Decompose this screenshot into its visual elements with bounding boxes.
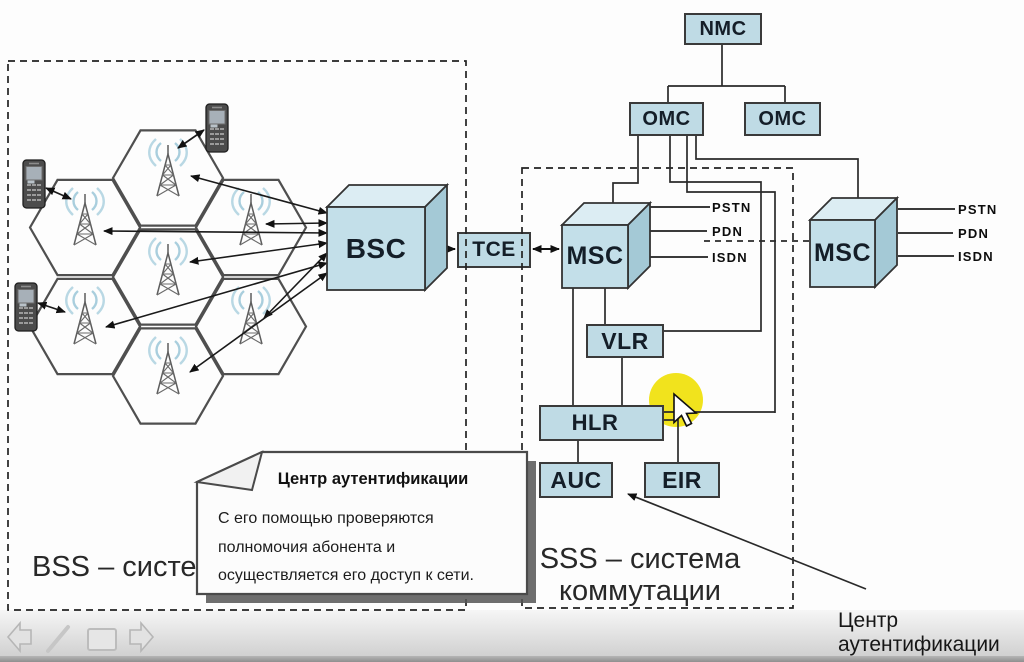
next-slide-icon[interactable] [129, 620, 155, 654]
mobile-phone-icon [205, 103, 229, 153]
pen-tool-icon[interactable] [46, 625, 70, 653]
msc-left-cube [559, 200, 653, 291]
vlr-box [586, 324, 664, 358]
nmc-box [684, 13, 762, 45]
pstn-label-left: PSTN [712, 199, 752, 215]
bsc-label: BSC [345, 232, 407, 264]
bss-region-label: BSS – систем [32, 550, 217, 583]
msc-right-cube [807, 195, 900, 290]
cursor-arrow-icon [673, 392, 699, 428]
mobile-phone-icon [14, 282, 38, 332]
note-body-line: полномочия абонента и [218, 538, 396, 556]
note-title: Центр аутентификации [277, 470, 469, 488]
tce-box [457, 232, 531, 268]
auc-label: AUC [550, 466, 602, 493]
callout-pointer-line [627, 493, 867, 590]
hlr-label: HLR [571, 410, 619, 435]
mobile-phone-icon [22, 159, 46, 209]
player-toolbar [6, 620, 155, 654]
pstn-label-right: PSTN [958, 201, 998, 217]
antenna-icon [148, 335, 188, 396]
note-body-line: С его помощью проверяются [218, 510, 434, 527]
antenna-icon [231, 285, 271, 346]
radio-links [37, 129, 205, 314]
antenna-icon [148, 137, 188, 198]
antenna-icon [148, 236, 188, 297]
sss-region-label-line2: коммутации [559, 574, 721, 607]
eir-box [644, 462, 720, 498]
pdn-label-left: PDN [712, 223, 744, 239]
omc-left-label: OMC [642, 107, 691, 130]
omc-right-label: OMC [758, 107, 807, 130]
flat-boxes [539, 13, 821, 498]
mouse-cursor [673, 392, 699, 428]
vlr-label: VLR [601, 327, 649, 354]
eir-label: EIR [662, 466, 702, 493]
antenna-icon [65, 285, 105, 346]
bss-region-border [7, 60, 467, 611]
previous-slide-icon[interactable] [6, 620, 32, 654]
hlr-box [539, 405, 664, 441]
pdn-label-right: PDN [958, 225, 990, 241]
msc-left-label: MSC [566, 242, 624, 270]
isdn-label-right: ISDN [958, 248, 994, 264]
callout-line1: Центр [838, 609, 899, 632]
auc-box [539, 462, 613, 498]
nmc-label: NMC [699, 17, 747, 40]
player-bottom-strip [0, 610, 1024, 658]
shapes-tool-icon[interactable] [87, 628, 117, 651]
isdn-label-left: ISDN [712, 249, 748, 265]
bsc-cube [324, 182, 450, 293]
nmc-omc-links [612, 44, 859, 413]
callout-line2: аутентификации [838, 633, 1000, 656]
omc-left-box [629, 102, 704, 136]
note-body-line: осуществляется его доступ к сети. [218, 567, 474, 584]
player-bottom-edge [0, 656, 1024, 662]
callout-label: Центр аутентификации [838, 609, 1000, 657]
base-station-antennas [65, 137, 271, 396]
note-body: С его помощью проверяются полномочия або… [218, 505, 518, 591]
sss-internal-links [572, 288, 623, 463]
external-network-stubs [650, 206, 955, 258]
antenna-icon [65, 186, 105, 247]
tce-label: TCE [472, 238, 516, 261]
bsc-cell-links [103, 174, 328, 373]
cell-honeycomb [28, 129, 308, 425]
omc-right-box [744, 102, 821, 136]
sss-region-border [521, 167, 794, 609]
note-folded-corner [193, 450, 264, 492]
msc-right-label: MSC [813, 239, 872, 267]
sss-region-label-line1: SSS – система [539, 542, 741, 575]
authentication-note [193, 450, 536, 603]
